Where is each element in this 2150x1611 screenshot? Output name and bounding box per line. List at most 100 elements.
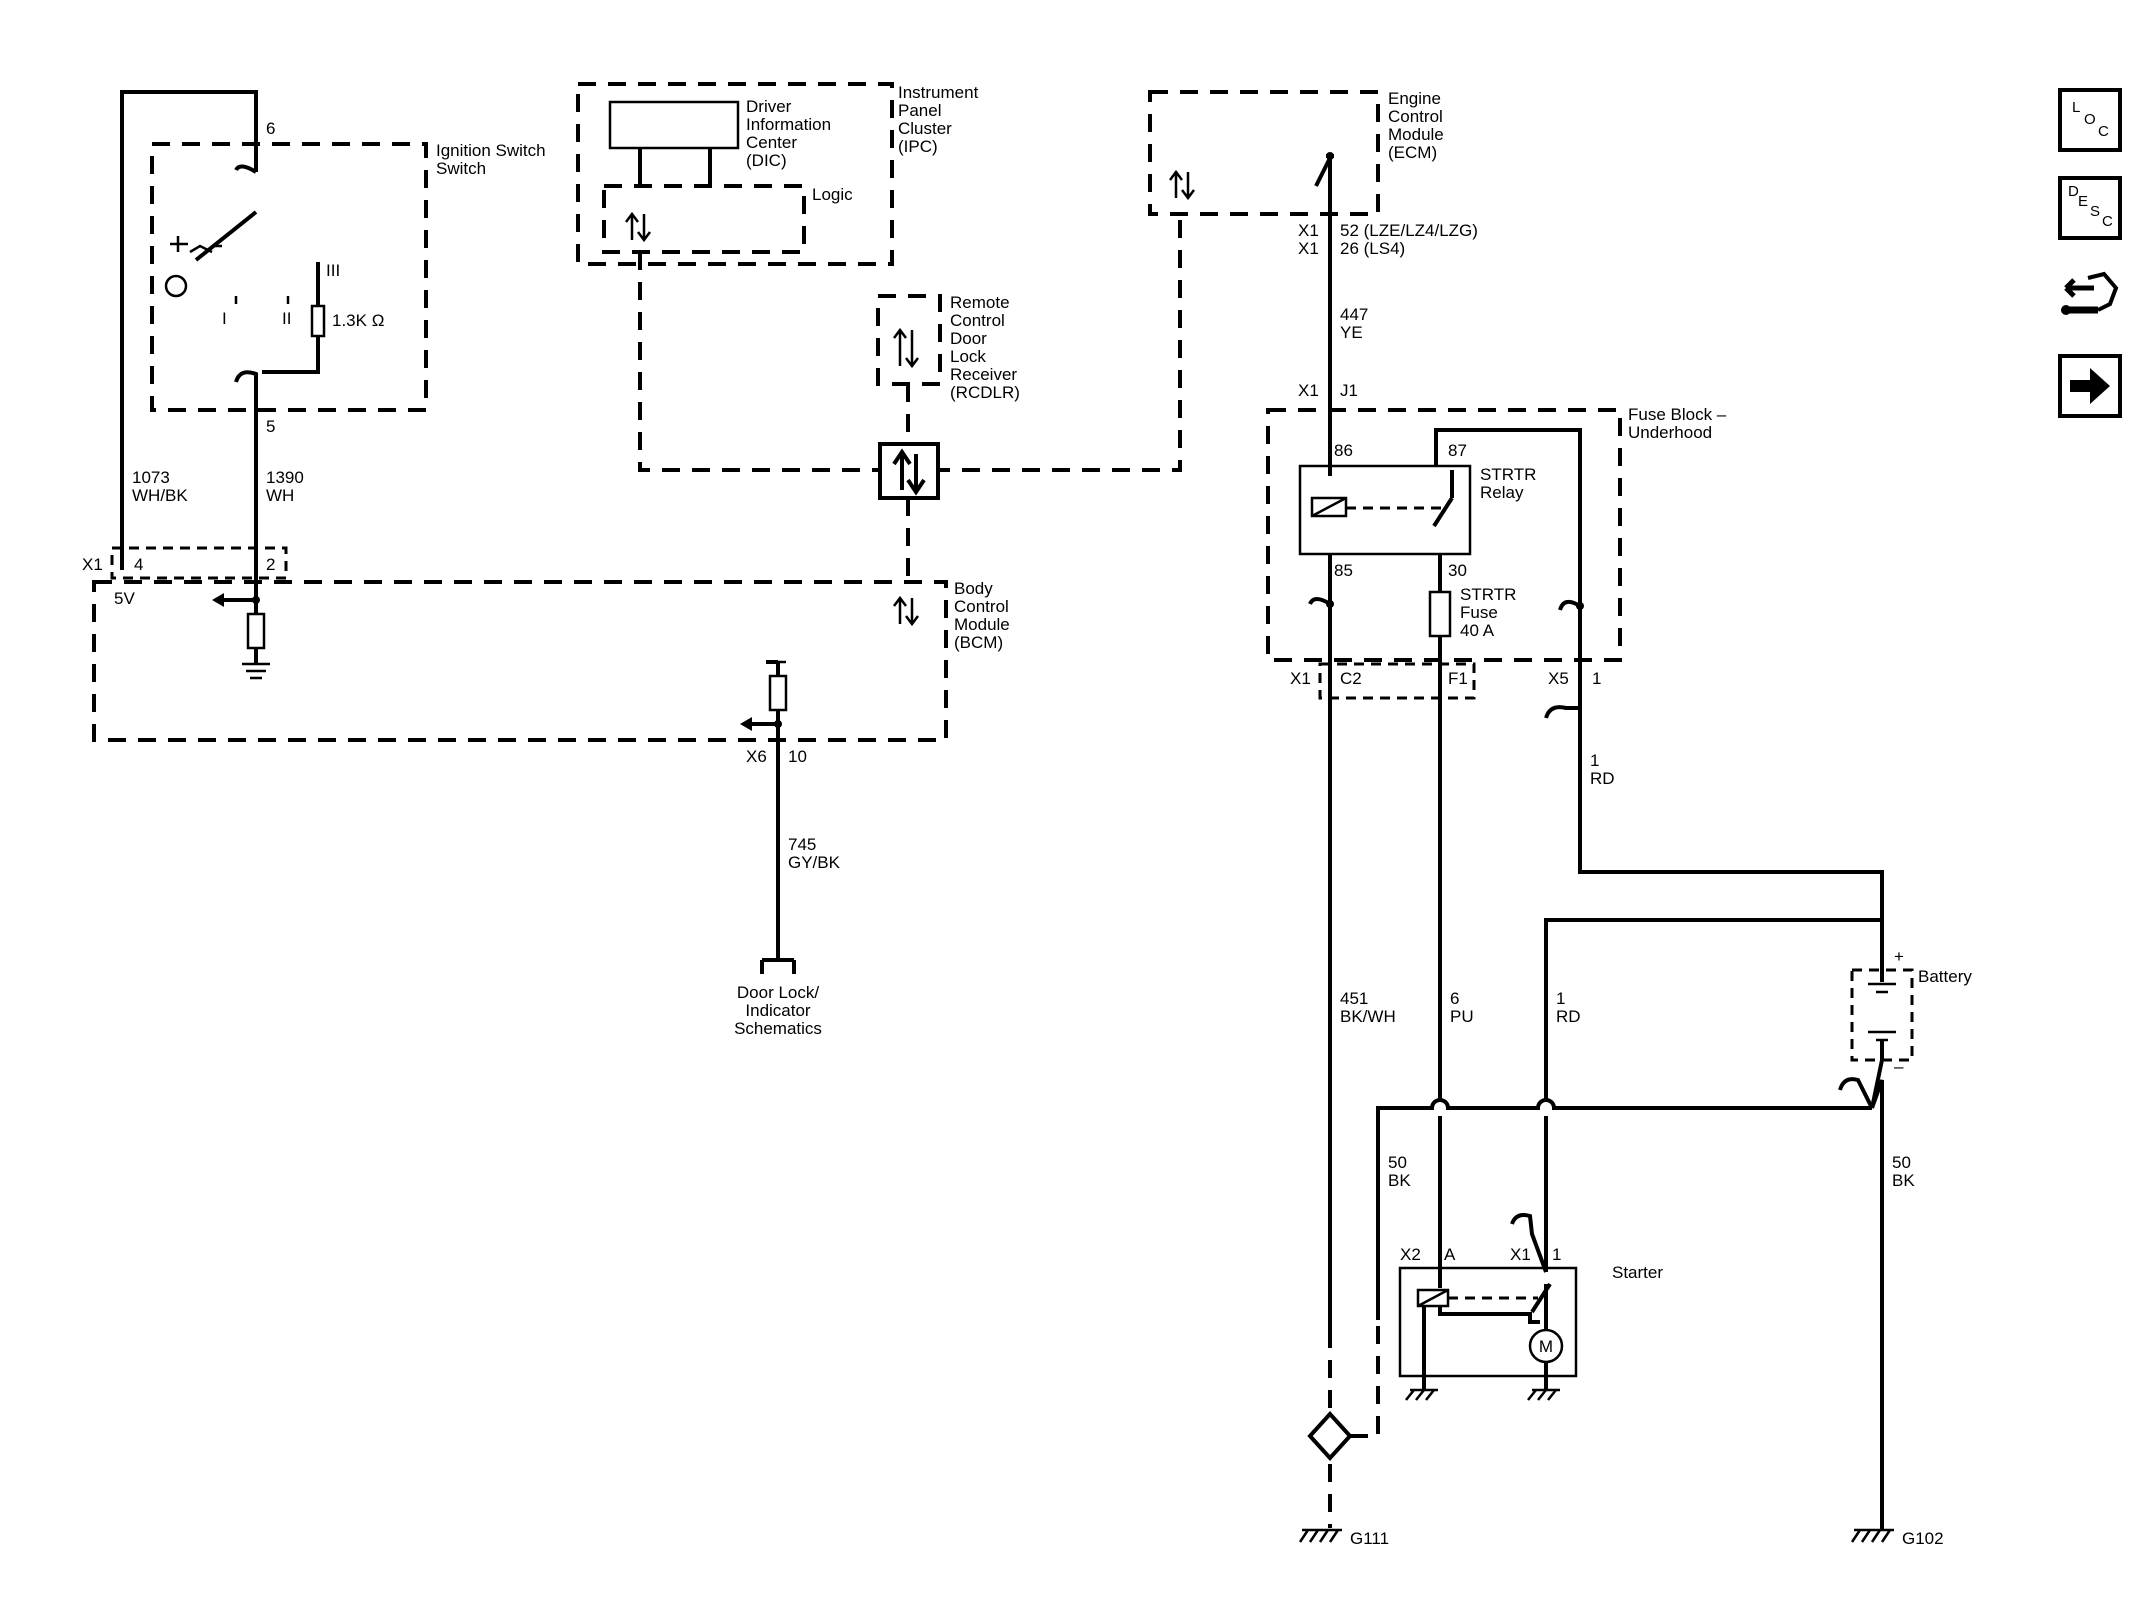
svg-text:X1: X1 (1510, 1245, 1531, 1264)
svg-text:BK: BK (1388, 1171, 1411, 1190)
svg-text:GY/BK: GY/BK (788, 853, 841, 872)
svg-text:Instrument: Instrument (898, 83, 979, 102)
svg-text:Module: Module (954, 615, 1010, 634)
svg-text:Engine: Engine (1388, 89, 1441, 108)
svg-text:Remote: Remote (950, 293, 1010, 312)
svg-text:(ECM): (ECM) (1388, 143, 1437, 162)
svg-text:(IPC): (IPC) (898, 137, 938, 156)
svg-text:2: 2 (266, 555, 275, 574)
svg-text:5V: 5V (114, 589, 135, 608)
svg-text:STRTR: STRTR (1480, 465, 1536, 484)
svg-text:30: 30 (1448, 561, 1467, 580)
svg-text:(DIC): (DIC) (746, 151, 787, 170)
svg-text:Information: Information (746, 115, 831, 134)
svg-text:BK: BK (1892, 1171, 1915, 1190)
svg-text:WH: WH (266, 486, 294, 505)
wire-50-bk-b (1870, 1079, 1884, 1530)
svg-text:Fuse Block –: Fuse Block – (1628, 405, 1727, 424)
svg-text:(BCM): (BCM) (954, 633, 1003, 652)
svg-text:Starter: Starter (1612, 1263, 1663, 1282)
svg-text:F1: F1 (1448, 669, 1468, 688)
wire-745 (760, 724, 796, 974)
resistor-value: 1.3K Ω (332, 311, 384, 330)
wire-1-rd-b (1544, 918, 1882, 1272)
remote-door-lock-receiver: Remote Control Door Lock Receiver (RCDLR… (876, 293, 1020, 402)
ignition-switch: Ignition Switch Switch I II III 1.3K Ω 6… (150, 119, 546, 470)
wire-1-rd-a (1578, 606, 1884, 962)
svg-text:Body: Body (954, 579, 993, 598)
svg-text:X6: X6 (746, 747, 767, 766)
ignition-switch-label: Ignition Switch (436, 141, 546, 160)
svg-text:52 (LZE/LZ4/LZG): 52 (LZE/LZ4/LZG) (1340, 221, 1478, 240)
svg-text:A: A (1444, 1245, 1456, 1264)
svg-text:1073: 1073 (132, 468, 170, 487)
svg-text:Control: Control (1388, 107, 1443, 126)
svg-text:(RCDLR): (RCDLR) (950, 383, 1020, 402)
svg-text:Center: Center (746, 133, 797, 152)
svg-text:PU: PU (1450, 1007, 1474, 1026)
svg-text:Switch: Switch (436, 159, 486, 178)
svg-text:X1: X1 (82, 555, 103, 574)
svg-text:40 A: 40 A (1460, 621, 1495, 640)
svg-text:Receiver: Receiver (950, 365, 1017, 384)
description-button[interactable]: D E S C (2058, 176, 2122, 240)
svg-text:Battery: Battery (1918, 967, 1972, 986)
next-page-arrow-icon[interactable] (2058, 354, 2122, 418)
svg-text:745: 745 (788, 835, 816, 854)
svg-text:Lock: Lock (950, 347, 986, 366)
wire-50-bk-a (1424, 1098, 1872, 1110)
svg-text:85: 85 (1334, 561, 1353, 580)
svg-text:X5: X5 (1548, 669, 1569, 688)
svg-text:1390: 1390 (266, 468, 304, 487)
svg-text:X1: X1 (1298, 221, 1319, 240)
svg-text:1: 1 (1590, 751, 1599, 770)
svg-text:4: 4 (134, 555, 143, 574)
starter: M Starter (1398, 1213, 1663, 1401)
svg-text:WH/BK: WH/BK (132, 486, 188, 505)
svg-text:Indicator: Indicator (745, 1001, 811, 1020)
svg-text:6: 6 (1450, 989, 1459, 1008)
position-I: I (222, 309, 227, 328)
svg-text:Cluster: Cluster (898, 119, 952, 138)
svg-text:Logic: Logic (812, 185, 853, 204)
door-lock-reference[interactable]: Door Lock/ Indicator Schematics (734, 983, 822, 1038)
position-III: III (326, 261, 340, 280)
body-control-module: X1 4 2 5V Body Control Module (BCM) (82, 546, 1010, 742)
instrument-panel-cluster: Driver Information Center (DIC) Logic In… (576, 82, 979, 266)
svg-text:Underhood: Underhood (1628, 423, 1712, 442)
svg-text:1: 1 (1592, 669, 1601, 688)
svg-text:RD: RD (1590, 769, 1615, 788)
svg-text:1: 1 (1556, 989, 1565, 1008)
svg-text:+: + (1894, 947, 1904, 966)
splice-diamond (1307, 1411, 1353, 1461)
svg-text:Relay: Relay (1480, 483, 1524, 502)
svg-text:–: – (1894, 1057, 1904, 1076)
svg-text:X1: X1 (1290, 669, 1311, 688)
svg-text:50: 50 (1892, 1153, 1911, 1172)
svg-text:447: 447 (1340, 305, 1368, 324)
svg-text:Fuse: Fuse (1460, 603, 1498, 622)
engine-control-module: Engine Control Module (ECM) (1148, 89, 1444, 216)
ground-g111: G111 (1298, 1528, 1389, 1548)
serial-data-splice (878, 442, 940, 500)
svg-text:C2: C2 (1340, 669, 1362, 688)
svg-text:Driver: Driver (746, 97, 792, 116)
svg-text:451: 451 (1340, 989, 1368, 1008)
svg-text:J1: J1 (1340, 381, 1358, 400)
svg-text:Control: Control (950, 311, 1005, 330)
svg-text:RD: RD (1556, 1007, 1581, 1026)
battery: + – Battery (1838, 947, 1972, 1109)
svg-text:Panel: Panel (898, 101, 941, 120)
wire-1073 (120, 90, 258, 570)
location-button[interactable]: L O C (2058, 88, 2122, 152)
svg-text:Schematics: Schematics (734, 1019, 822, 1038)
connector-tool-icon[interactable] (2058, 268, 2122, 332)
svg-text:Door Lock/: Door Lock/ (737, 983, 819, 1002)
svg-text:STRTR: STRTR (1460, 585, 1516, 604)
position-II: II (282, 309, 291, 328)
svg-text:26 (LS4): 26 (LS4) (1340, 239, 1405, 258)
svg-text:G102: G102 (1902, 1529, 1944, 1548)
svg-text:Control: Control (954, 597, 1009, 616)
svg-text:50: 50 (1388, 1153, 1407, 1172)
